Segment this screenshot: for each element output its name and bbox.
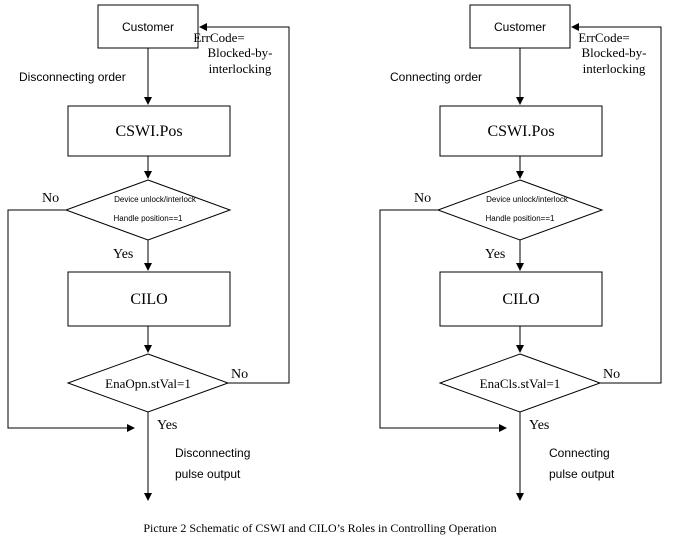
- figure-caption: Picture 2 Schematic of CSWI and CILO’s R…: [143, 521, 496, 535]
- customer-label: Customer: [122, 20, 174, 34]
- no-label-1: No: [42, 191, 59, 206]
- errcode-line1: ErrCode=: [578, 30, 629, 45]
- interlock-decision-line2: Handle position==1: [486, 214, 555, 223]
- interlock-decision-line1: Device unlock/interlock: [114, 195, 197, 204]
- cilo-box: [67, 271, 231, 327]
- interlock-decision-line1: Device unlock/interlock: [486, 195, 569, 204]
- errcode-line2: Blocked-by-: [582, 45, 647, 60]
- output-line1: Connecting: [549, 446, 610, 460]
- no-path-1: [379, 209, 507, 432]
- interlock-decision: [436, 179, 604, 241]
- customer-box: [469, 4, 571, 49]
- yes-label-1: Yes: [113, 247, 133, 262]
- ena-decision-label: EnaCls.stVal=1: [480, 376, 561, 391]
- yes-label-2: Yes: [529, 418, 549, 433]
- yes-label-2: Yes: [157, 418, 177, 433]
- diagram-disconnecting: Customer Disconnecting order CSWI.Pos De…: [7, 4, 290, 501]
- cswi-pos-label: CSWI.Pos: [115, 123, 182, 140]
- customer-label: Customer: [494, 20, 546, 34]
- cswi-pos-label: CSWI.Pos: [487, 123, 554, 140]
- output-line1: Disconnecting: [175, 446, 250, 460]
- errcode-line2: Blocked-by-: [208, 45, 273, 60]
- errcode-line3: interlocking: [209, 61, 272, 76]
- yes-label-1: Yes: [485, 247, 505, 262]
- output-line2: pulse output: [549, 467, 615, 481]
- no-label-2: No: [603, 367, 620, 382]
- errcode-line3: interlocking: [583, 61, 646, 76]
- output-line2: pulse output: [175, 467, 241, 481]
- ena-decision-label: EnaOpn.stVal=1: [105, 376, 191, 391]
- no-path-1: [7, 209, 135, 432]
- cilo-box: [439, 271, 603, 327]
- no-label-2: No: [231, 367, 248, 382]
- cilo-label: CILO: [130, 291, 167, 308]
- errcode-line1: ErrCode=: [193, 30, 244, 45]
- customer-box: [97, 4, 199, 49]
- order-label: Disconnecting order: [19, 70, 126, 84]
- interlock-decision-line2: Handle position==1: [114, 214, 183, 223]
- no-path-2: [199, 23, 290, 384]
- cswi-pos-box: [67, 105, 231, 157]
- cswi-pos-box: [439, 105, 603, 157]
- diagram-connecting: Customer Connecting order CSWI.Pos Devic…: [379, 4, 662, 501]
- cilo-label: CILO: [502, 291, 539, 308]
- no-path-2: [571, 23, 662, 384]
- no-label-1: No: [414, 191, 431, 206]
- interlock-decision: [64, 179, 232, 241]
- order-label: Connecting order: [390, 70, 482, 84]
